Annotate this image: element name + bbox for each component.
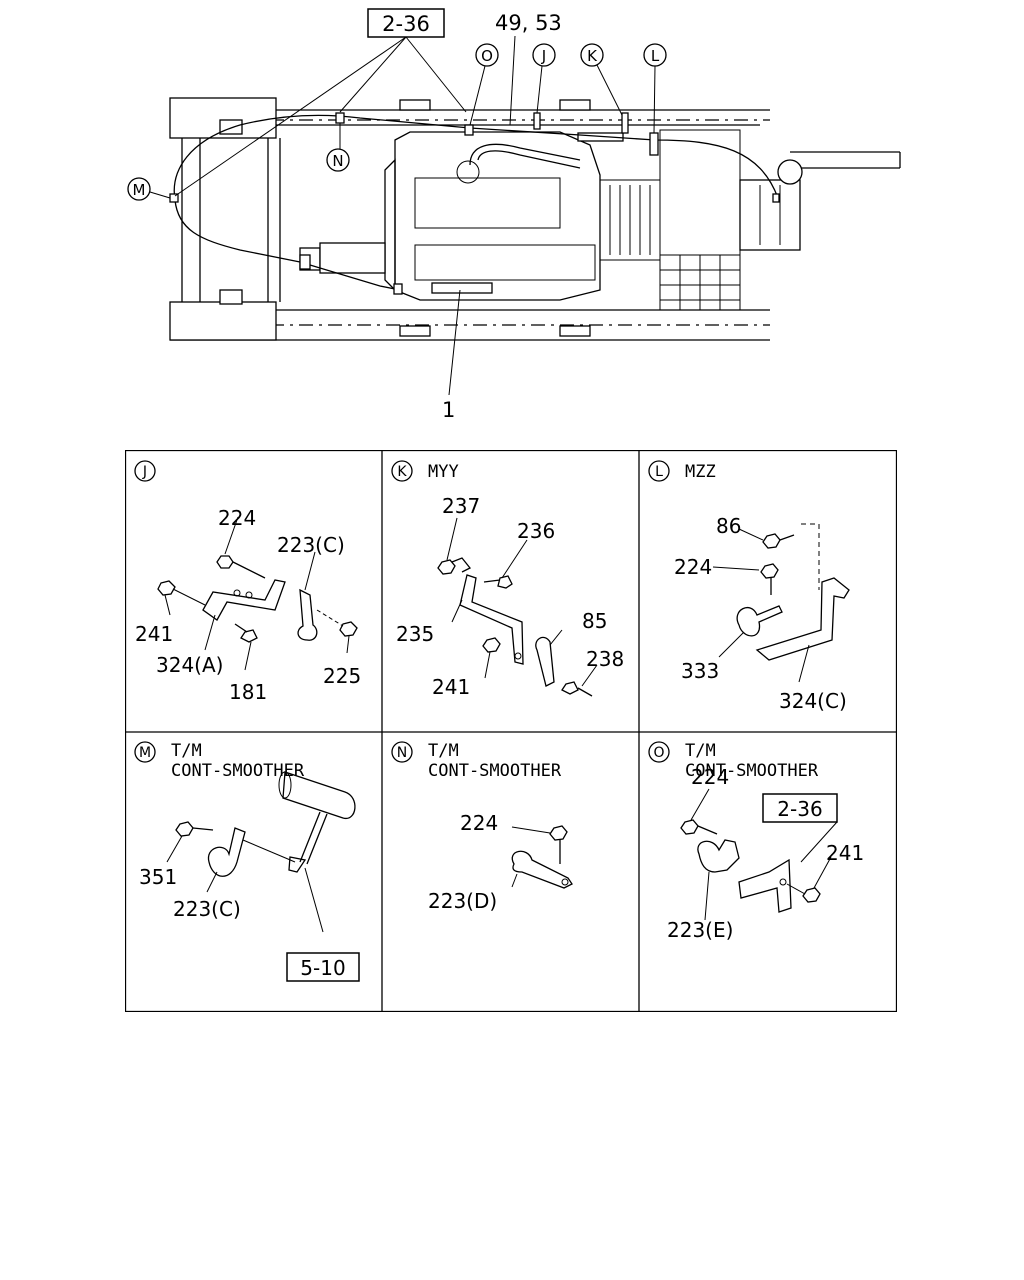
svg-text:CONT-SMOOTHER: CONT-SMOOTHER: [171, 761, 305, 781]
svg-text:5-10: 5-10: [300, 956, 345, 980]
svg-text:241: 241: [826, 841, 864, 865]
ref-box-2-36-o: [762, 793, 838, 823]
svg-text:O: O: [653, 745, 664, 761]
transmission: [299, 129, 901, 311]
svg-text:MYY: MYY: [428, 462, 459, 482]
svg-text:J: J: [541, 47, 546, 65]
svg-text:241: 241: [432, 675, 470, 699]
panel-n: N T/M CONT-SMOOTHER 224 223(D): [391, 741, 573, 913]
panel-k: K MYY 237 236 235 85 238 241: [391, 460, 624, 699]
svg-text:238: 238: [586, 647, 624, 671]
svg-text:224: 224: [674, 555, 712, 579]
callout-n: N: [326, 123, 350, 172]
panel-o: O T/M CONT-SMOOTHER 2-36 224 241 223(E): [648, 741, 864, 942]
ref-box-2-36-label: 2-36: [382, 12, 430, 36]
svg-text:M: M: [133, 181, 146, 199]
callout-l: L: [643, 43, 667, 134]
svg-text:85: 85: [582, 609, 607, 633]
panel-j: J 224 223(C) 241 324(A) 181 225: [134, 460, 361, 704]
svg-text:K: K: [397, 464, 407, 480]
callout-m: M: [127, 177, 171, 201]
svg-text:324(C): 324(C): [779, 689, 847, 713]
svg-text:L: L: [655, 464, 663, 480]
svg-text:T/M: T/M: [685, 741, 716, 761]
svg-text:333: 333: [681, 659, 719, 683]
svg-text:M: M: [139, 745, 151, 761]
callout-o: O: [469, 43, 499, 126]
svg-text:223(C): 223(C): [173, 897, 241, 921]
control-cable: [169, 112, 780, 295]
svg-text:236: 236: [517, 519, 555, 543]
svg-text:2-36: 2-36: [777, 797, 822, 821]
svg-text:86: 86: [716, 514, 741, 538]
svg-text:N: N: [397, 745, 407, 761]
overview-diagram: 2-36 49, 53 1 O J K L N M: [127, 8, 901, 422]
svg-text:224: 224: [218, 506, 256, 530]
svg-text:O: O: [481, 47, 493, 65]
svg-text:235: 235: [396, 622, 434, 646]
svg-text:223(E): 223(E): [667, 918, 733, 942]
svg-text:T/M: T/M: [428, 741, 459, 761]
svg-text:L: L: [651, 47, 660, 65]
svg-text:324(A): 324(A): [156, 653, 223, 677]
svg-text:181: 181: [229, 680, 267, 704]
svg-text:CONT-SMOOTHER: CONT-SMOOTHER: [428, 761, 562, 781]
svg-text:241: 241: [135, 622, 173, 646]
ref-box-5-10: [286, 952, 360, 982]
svg-text:224: 224: [460, 811, 498, 835]
svg-text:T/M: T/M: [171, 741, 202, 761]
svg-text:N: N: [332, 152, 343, 170]
svg-text:MZZ: MZZ: [685, 462, 716, 482]
svg-text:K: K: [587, 47, 598, 65]
svg-text:224: 224: [691, 765, 729, 789]
svg-text:223(D): 223(D): [428, 889, 497, 913]
part-49-53-label: 49, 53: [495, 11, 562, 35]
callout-j: J: [532, 43, 556, 114]
svg-text:225: 225: [323, 664, 361, 688]
svg-text:237: 237: [442, 494, 480, 518]
panel-m: M T/M CONT-SMOOTHER 351 223(C) 5-10: [134, 741, 360, 982]
ref-box-2-36: [367, 8, 445, 38]
panel-l: L MZZ 86 224 333 324(C): [648, 460, 850, 713]
leader-lines-2-36: [174, 36, 467, 197]
callout-k: K: [580, 43, 623, 116]
part-1-label: 1: [442, 398, 455, 422]
detail-panels: J 224 223(C) 241 324(A) 181 225 K: [125, 450, 897, 1012]
svg-text:223(C): 223(C): [277, 533, 345, 557]
svg-text:J: J: [142, 464, 147, 480]
svg-text:351: 351: [139, 865, 177, 889]
svg-text:CONT-SMOOTHER: CONT-SMOOTHER: [685, 761, 819, 781]
